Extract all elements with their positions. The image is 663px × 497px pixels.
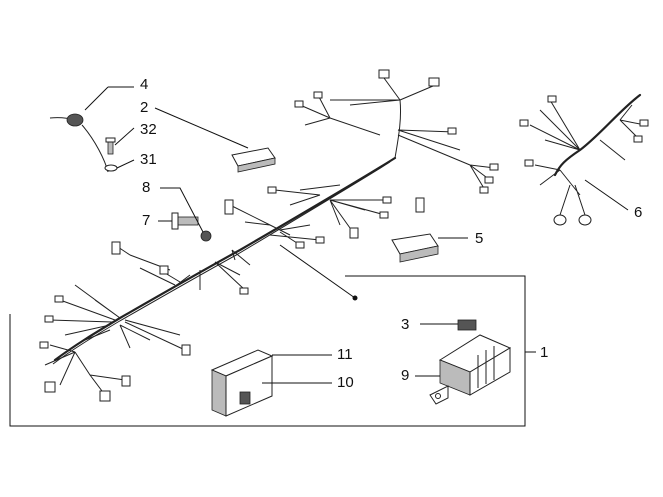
- callout-7: 7: [142, 212, 151, 229]
- switch-part: [49, 86, 134, 173]
- callout-31: 31: [140, 151, 157, 168]
- callout-10: 10: [337, 374, 354, 391]
- clip-part: [154, 107, 276, 173]
- callout-11: 11: [337, 346, 353, 363]
- callout-3: 3: [401, 316, 410, 333]
- callout-1: 1: [540, 344, 549, 361]
- fuse-box-part: [415, 334, 512, 405]
- bolt-and-nut: [158, 187, 212, 242]
- harness-leader: [279, 244, 358, 301]
- bracket-part: [391, 233, 468, 263]
- callout-9: 9: [401, 367, 410, 384]
- callout-32: 32: [140, 121, 157, 138]
- callout-8: 8: [142, 179, 151, 196]
- main-wiring-harness: [39, 69, 499, 402]
- assembly-bracket: [9, 275, 536, 427]
- fuse-part: [420, 319, 477, 331]
- callout-5: 5: [475, 230, 484, 247]
- callout-2: 2: [140, 99, 149, 116]
- callout-4: 4: [140, 76, 149, 93]
- secondary-wiring-harness: [519, 93, 649, 226]
- screw-and-washer: [104, 127, 135, 172]
- callout-6: 6: [634, 204, 643, 221]
- control-unit-part: [210, 349, 332, 417]
